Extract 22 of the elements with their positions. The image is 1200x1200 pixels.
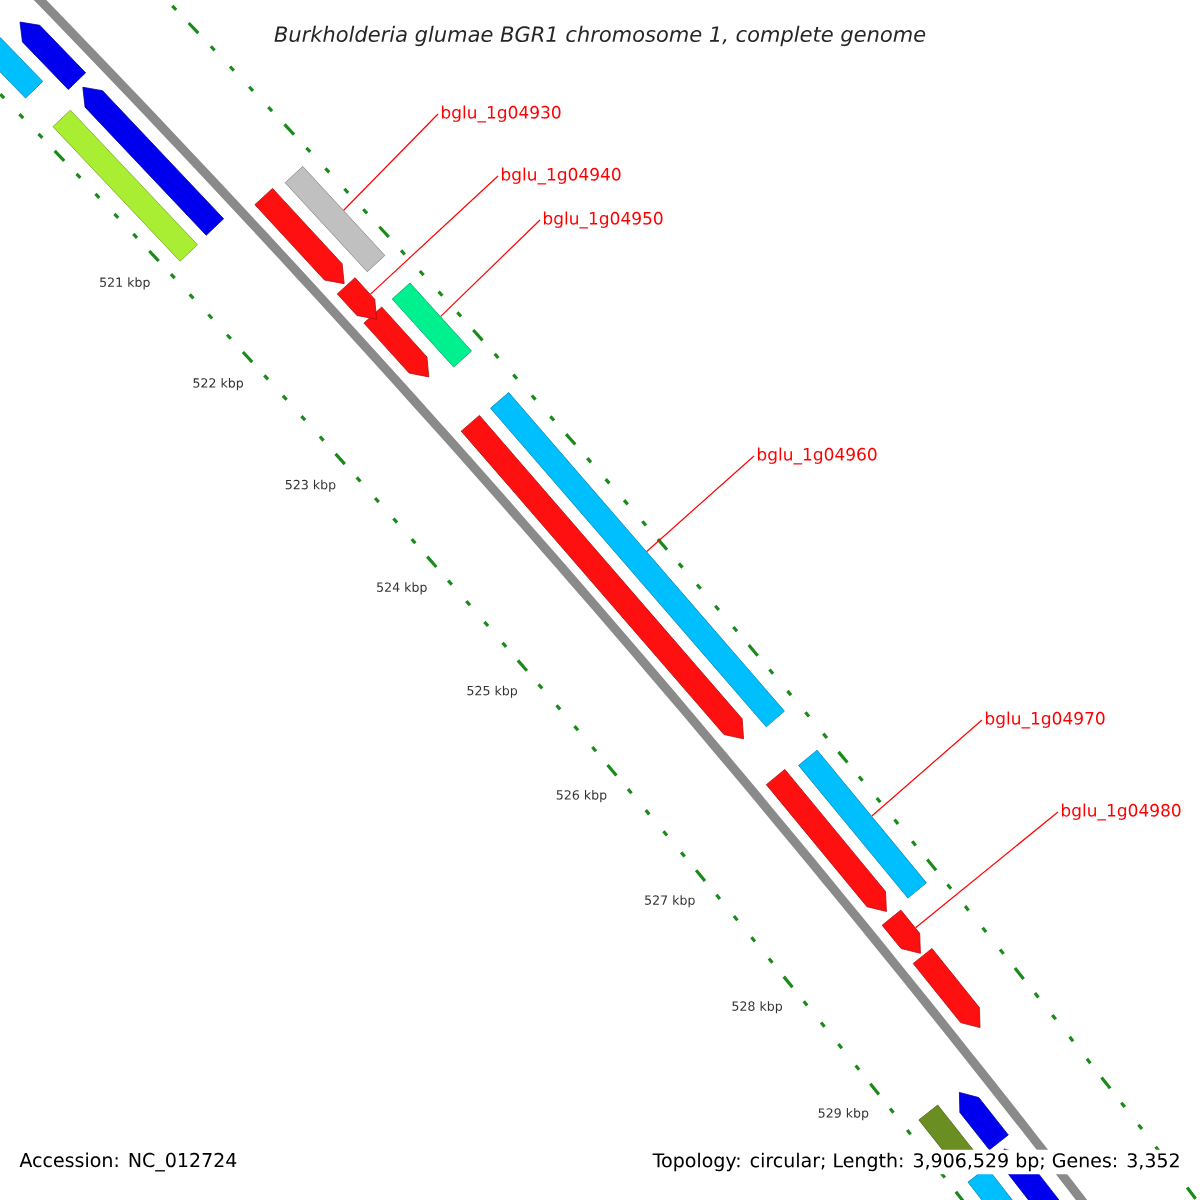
title: Burkholderia glumae BGR1 chromosome 1, complete genome	[274, 25, 926, 47]
gene-block	[336, 277, 377, 320]
leader-line	[369, 175, 499, 295]
gene-bar	[391, 282, 472, 368]
leader-line	[343, 113, 439, 211]
gene-label: bglu_1g04960	[757, 447, 877, 465]
footer-text: Topology: circular; Length: 3,906,529 bp; Genes: 3,352	[649, 1149, 1184, 1175]
gene-block	[881, 909, 921, 954]
leader-line	[871, 719, 983, 817]
footer-text: Accession: NC_012724	[16, 1149, 241, 1175]
gene-bar	[798, 749, 927, 899]
gene-bar	[52, 109, 198, 262]
gene-label: bglu_1g04930	[441, 105, 561, 123]
leader-line	[646, 455, 755, 553]
gene-bar	[284, 166, 386, 273]
gene-label: bglu_1g04970	[985, 711, 1105, 729]
leader-line	[915, 811, 1059, 929]
gene-block	[82, 86, 224, 236]
gene-label: bglu_1g04950	[543, 211, 663, 229]
gene-label: bglu_1g04980	[1061, 803, 1181, 821]
gene-label: bglu_1g04940	[501, 167, 621, 185]
leader-line	[440, 219, 541, 317]
